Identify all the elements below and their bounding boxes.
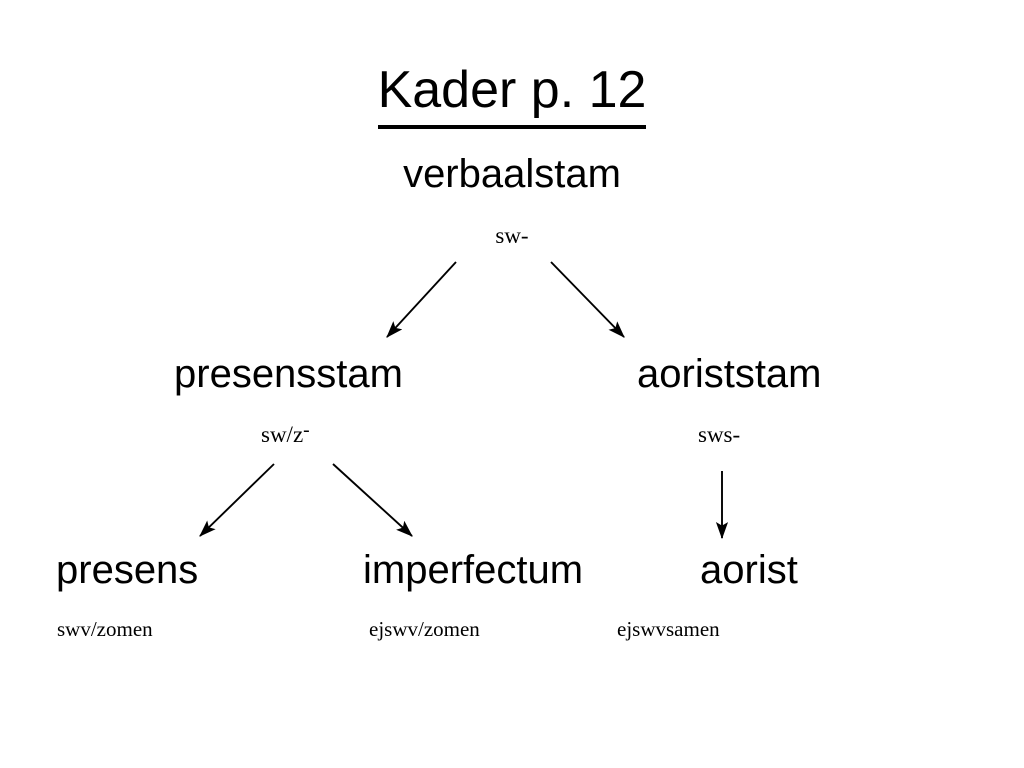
translit-aoriststam: sws- — [698, 421, 740, 446]
node-presens-label: presens — [56, 548, 199, 592]
arrow-verbaalstam-to-aoriststam — [550, 261, 625, 338]
node-aoriststam-label: aoriststam — [637, 352, 822, 396]
node-verbaalstam: verbaalstam — [0, 154, 1024, 194]
node-presensstam-label: presensstam — [174, 352, 403, 396]
arrow-presensstam-to-presens — [199, 463, 275, 537]
arrow-verbaalstam-to-presensstam — [386, 261, 457, 338]
translit-presens: swv/zomen — [57, 619, 153, 640]
node-aorist-label: aorist — [700, 548, 798, 592]
translit-verbaalstam-text: sw- — [495, 223, 529, 248]
translit-imperfectum-text: ejswv/zomen — [369, 617, 480, 641]
translit-presensstam-suffix: - — [303, 420, 310, 441]
translit-presensstam-base: sw/z — [261, 421, 304, 447]
translit-presensstam: sw/z- — [261, 421, 310, 446]
node-aoriststam: aoriststam — [637, 354, 822, 394]
translit-aorist: ejswvsamen — [617, 619, 720, 640]
node-presensstam: presensstam — [174, 354, 403, 394]
page-title-text: Kader p. 12 — [377, 61, 647, 129]
page-title: Kader p. 12 — [0, 61, 1024, 129]
translit-imperfectum: ejswv/zomen — [369, 619, 480, 640]
node-imperfectum: imperfectum — [363, 550, 583, 590]
node-imperfectum-label: imperfectum — [363, 548, 584, 592]
node-verbaalstam-label: verbaalstam — [403, 152, 621, 196]
translit-aorist-text: ejswvsamen — [617, 617, 720, 641]
translit-verbaalstam: sw- — [0, 224, 1024, 247]
arrow-presensstam-to-imperfectum — [332, 463, 413, 537]
translit-presens-text: swv/zomen — [57, 617, 153, 641]
node-presens: presens — [56, 550, 198, 590]
node-aorist: aorist — [700, 550, 798, 590]
translit-aoriststam-base: sws- — [698, 421, 741, 447]
